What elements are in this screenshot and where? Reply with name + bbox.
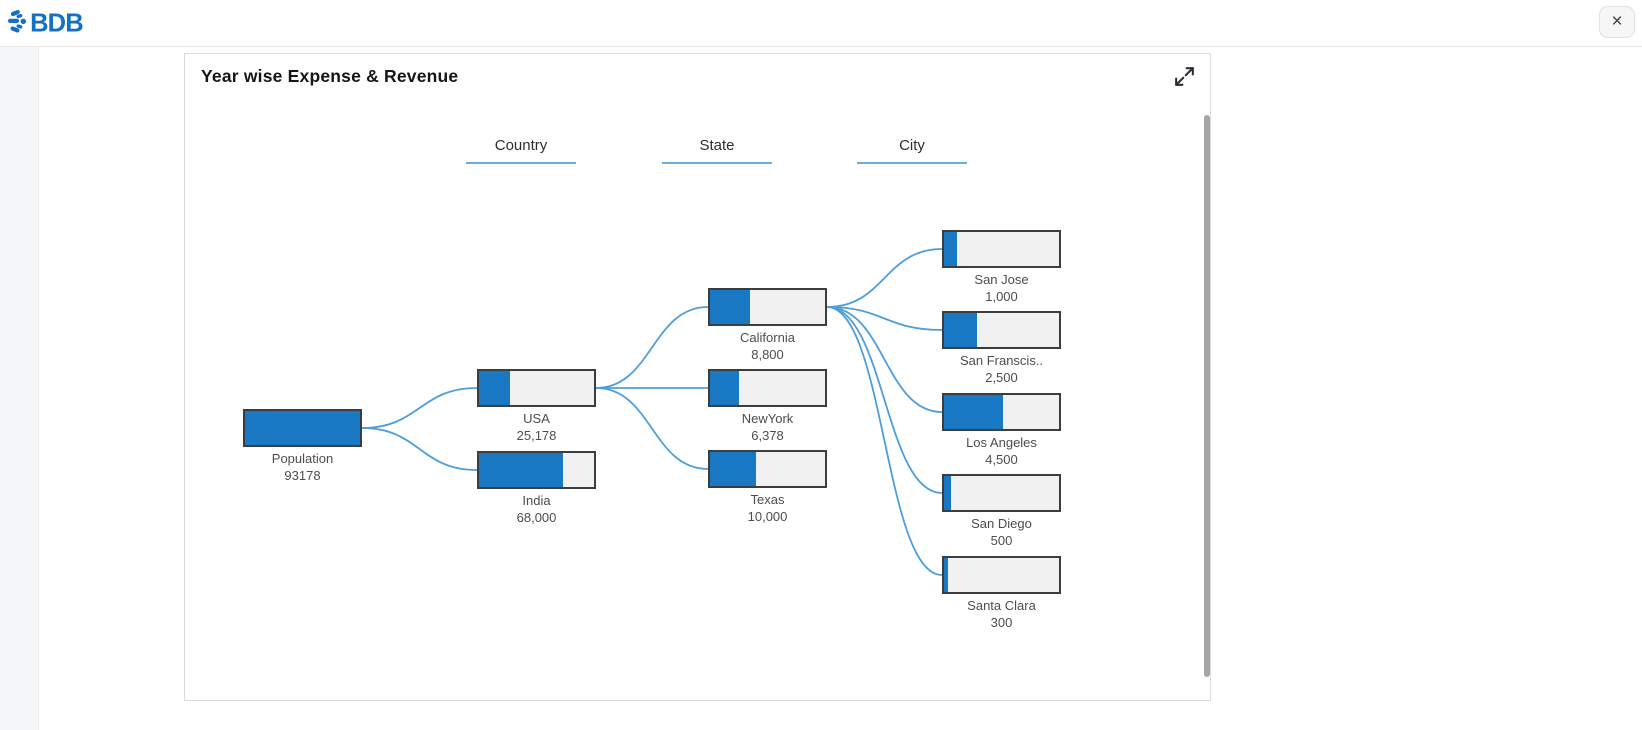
node-fill-bar (944, 232, 958, 266)
tree-node-newyork[interactable] (708, 369, 827, 407)
chart-card (184, 53, 1211, 701)
close-button[interactable]: × (1599, 6, 1635, 38)
node-fill-bar (944, 313, 977, 347)
tree-node-population[interactable] (243, 409, 362, 447)
tree-node-san-diego[interactable] (942, 474, 1061, 512)
chart-title: Year wise Expense & Revenue (201, 66, 459, 86)
node-fill-bar (245, 411, 360, 445)
node-fill-bar (944, 476, 951, 510)
node-fill-bar (710, 290, 751, 324)
scrollbar-thumb[interactable] (1204, 115, 1210, 677)
node-fill-bar (944, 395, 1003, 429)
node-fill-bar (710, 452, 756, 486)
expand-button[interactable] (1169, 62, 1199, 92)
tree-node-santa-clara[interactable] (942, 556, 1061, 594)
tree-node-los-angeles[interactable] (942, 393, 1061, 431)
tree-node-texas[interactable] (708, 450, 827, 488)
tree-node-san-jose[interactable] (942, 230, 1061, 268)
bdb-logo-icon[interactable]: BDB (8, 6, 110, 40)
tree-node-india[interactable] (477, 451, 596, 489)
node-fill-bar (479, 371, 511, 405)
node-fill-bar (944, 558, 948, 592)
node-fill-bar (479, 453, 563, 487)
top-bar: BDB × (0, 0, 1642, 47)
node-fill-bar (710, 371, 740, 405)
expand-icon (1174, 67, 1194, 86)
bdb-logo-text: BDB (30, 10, 83, 38)
tree-node-california[interactable] (708, 288, 827, 326)
tree-node-usa[interactable] (477, 369, 596, 407)
tree-node-san-francisco[interactable] (942, 311, 1061, 349)
